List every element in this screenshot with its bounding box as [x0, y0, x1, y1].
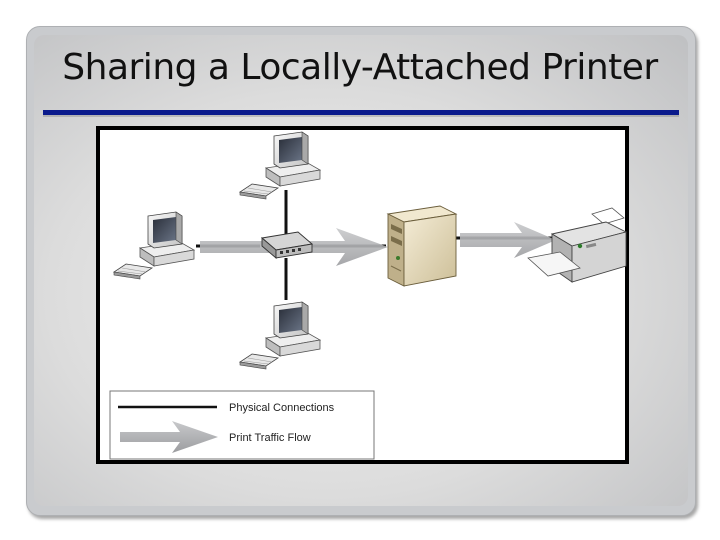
- slide-title: Sharing a Locally-Attached Printer: [62, 47, 658, 88]
- workstation-left-icon: [113, 211, 195, 280]
- title-underline-shadow: [43, 115, 679, 117]
- server-icon: [386, 205, 458, 287]
- workstation-bottom-icon: [239, 301, 321, 370]
- legend-physical-label: Physical Connections: [229, 402, 335, 414]
- legend-box: [109, 390, 375, 460]
- legend: Physical Connections Print Traffic Flow: [109, 390, 375, 460]
- legend-traffic-label: Print Traffic Flow: [229, 432, 311, 444]
- title-underline: [43, 110, 679, 115]
- traffic-arrow-to-printer: [460, 222, 556, 258]
- legend-traffic-swatch: [120, 421, 218, 453]
- workstation-top-icon: [239, 131, 321, 200]
- print-traffic-flows: [200, 222, 556, 266]
- network-hub-icon: [260, 231, 314, 259]
- printer-icon: [527, 207, 628, 283]
